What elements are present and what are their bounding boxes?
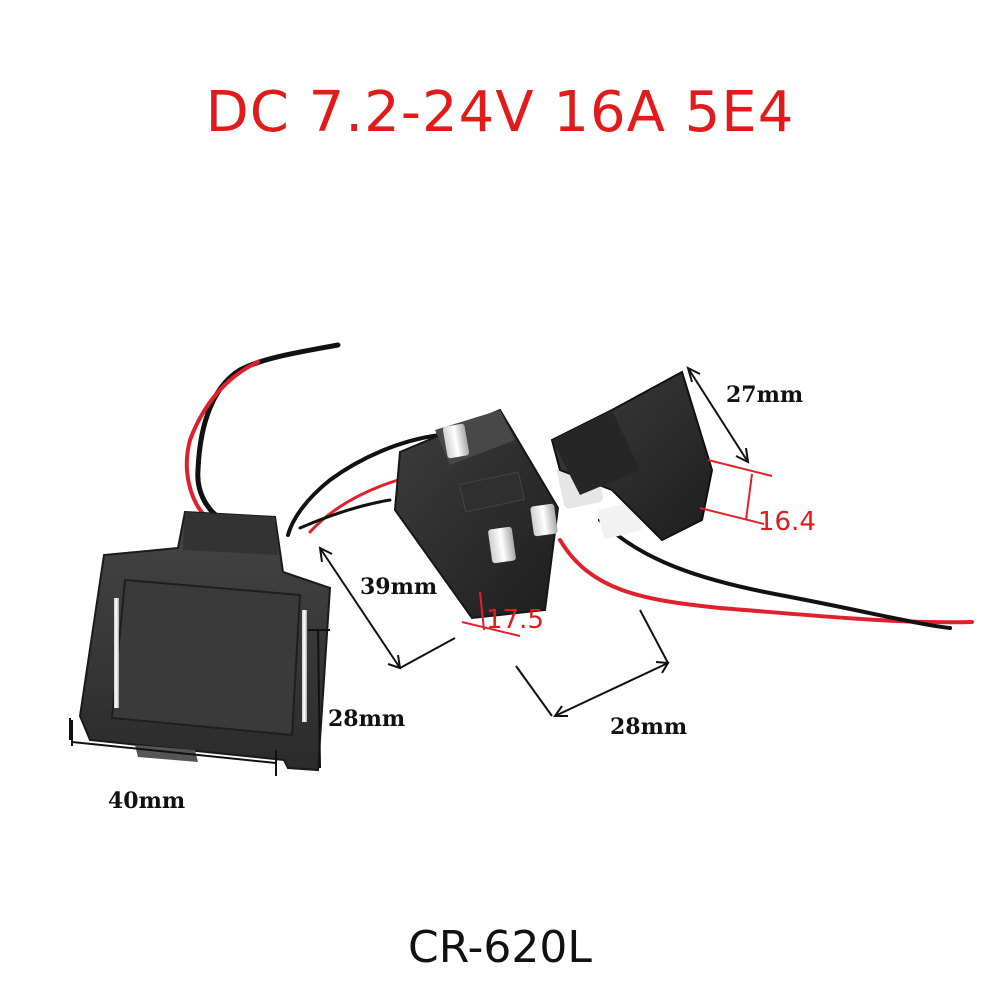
red-wire-out <box>558 538 974 625</box>
dim-plate-width: 40mm <box>108 788 185 814</box>
dim-plate-depth: 28mm <box>328 706 405 732</box>
spec-headline: DC 7.2-24V 16A 5E4 <box>205 80 795 145</box>
black-wire-mid <box>298 498 392 530</box>
dim-trigger-height: 27mm <box>726 382 803 408</box>
battery-plate <box>78 510 332 772</box>
dim-body-width: 28mm <box>610 714 687 740</box>
red-wire-to-body <box>308 478 400 534</box>
switch-body <box>393 408 560 620</box>
trigger <box>550 370 714 542</box>
dim-body-length: 39mm <box>360 574 437 600</box>
black-wire-to-body <box>286 433 442 537</box>
dim-terminal-gap: 17.5 <box>486 605 544 635</box>
model-number: CR-620L <box>408 922 592 973</box>
wires <box>184 342 974 630</box>
red-wire-top <box>184 360 260 518</box>
dimension-lines <box>69 366 750 776</box>
dim-trigger-depth: 16.4 <box>758 507 816 537</box>
red-dimension-lines <box>461 459 773 637</box>
black-wire-out <box>598 518 952 630</box>
